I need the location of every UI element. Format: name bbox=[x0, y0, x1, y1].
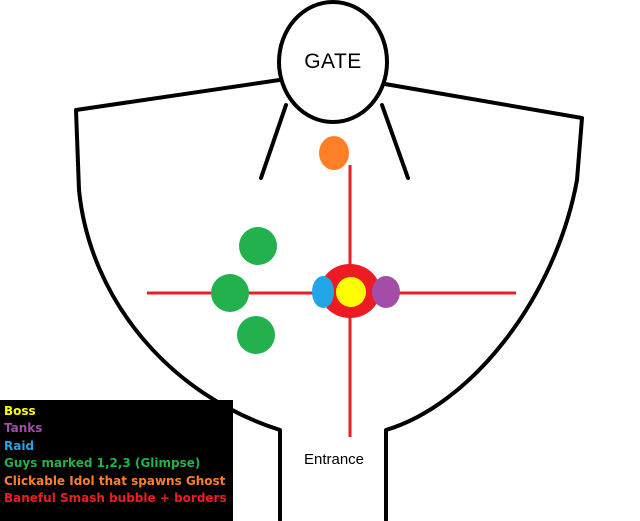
gate-corridor-right bbox=[380, 103, 410, 180]
legend-box: Boss Tanks Raid Guys marked 1,2,3 (Glimp… bbox=[0, 400, 233, 521]
legend-item-tanks: Tanks bbox=[4, 421, 43, 436]
glimpse-marker-1 bbox=[239, 227, 277, 265]
idol-marker bbox=[319, 136, 349, 170]
legend-item-glimpse: Guys marked 1,2,3 (Glimpse) bbox=[4, 456, 201, 471]
gate-corridor-left bbox=[259, 103, 288, 180]
gate-circle bbox=[277, 0, 389, 124]
legend-item-boss: Boss bbox=[4, 404, 36, 418]
boss-marker bbox=[336, 277, 366, 307]
gate-label: GATE bbox=[304, 50, 362, 73]
legend-item-raid: Raid bbox=[4, 438, 35, 453]
tank-marker bbox=[372, 276, 400, 308]
legend-item-idol: Clickable Idol that spawns Ghost bbox=[4, 473, 226, 488]
glimpse-marker-2 bbox=[211, 274, 249, 312]
raid-marker bbox=[312, 276, 334, 308]
legend-item-bubble: Baneful Smash bubble + borders bbox=[4, 491, 227, 506]
room-outline bbox=[74, 76, 584, 521]
glimpse-marker-3 bbox=[237, 316, 275, 354]
entrance-label: Entrance bbox=[303, 451, 365, 468]
